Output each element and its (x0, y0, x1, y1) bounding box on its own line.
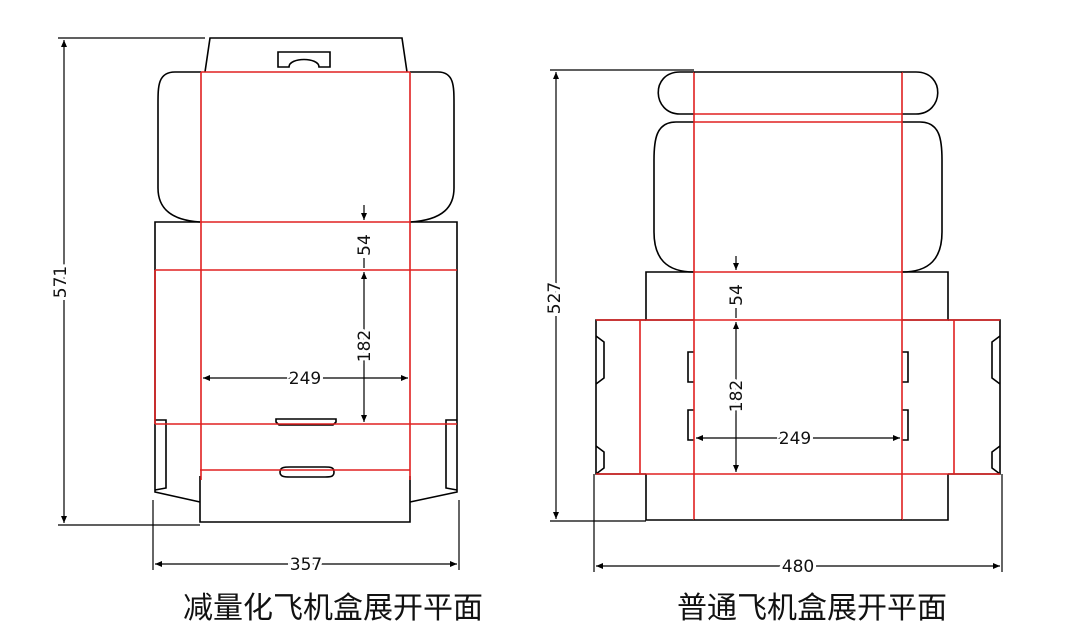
standard-box-cut-lines (595, 71, 1001, 521)
standard-box-total-height-label: 527 (545, 282, 565, 314)
reduced-box-dieline: 571 357 249 182 54 减量化飞机盒展开平面 (48, 37, 483, 626)
standard-box-dieline: 527 480 249 182 54 普通飞机盒展开平面 (542, 69, 1003, 626)
reduced-box-wall-height-label: 54 (355, 234, 375, 256)
reduced-box-inner-depth-label: 182 (355, 330, 375, 362)
reduced-box-caption: 减量化飞机盒展开平面 (183, 591, 483, 626)
reduced-box-inner-width-label: 249 (289, 369, 321, 389)
standard-box-wall-height-label: 54 (727, 284, 747, 306)
standard-box-inner-depth-label: 182 (727, 380, 747, 412)
standard-box-caption: 普通飞机盒展开平面 (677, 591, 947, 626)
standard-box-dimension-lines (550, 69, 1003, 572)
standard-box-inner-width-label: 249 (779, 429, 811, 449)
reduced-box-fold-lines (154, 71, 457, 480)
reduced-box-total-width-label: 357 (290, 555, 322, 575)
reduced-box-dimension-lines (58, 37, 460, 570)
reduced-box-total-height-label: 571 (51, 266, 71, 298)
standard-box-fold-lines (596, 72, 1000, 520)
standard-box-total-width-label: 480 (782, 557, 814, 577)
